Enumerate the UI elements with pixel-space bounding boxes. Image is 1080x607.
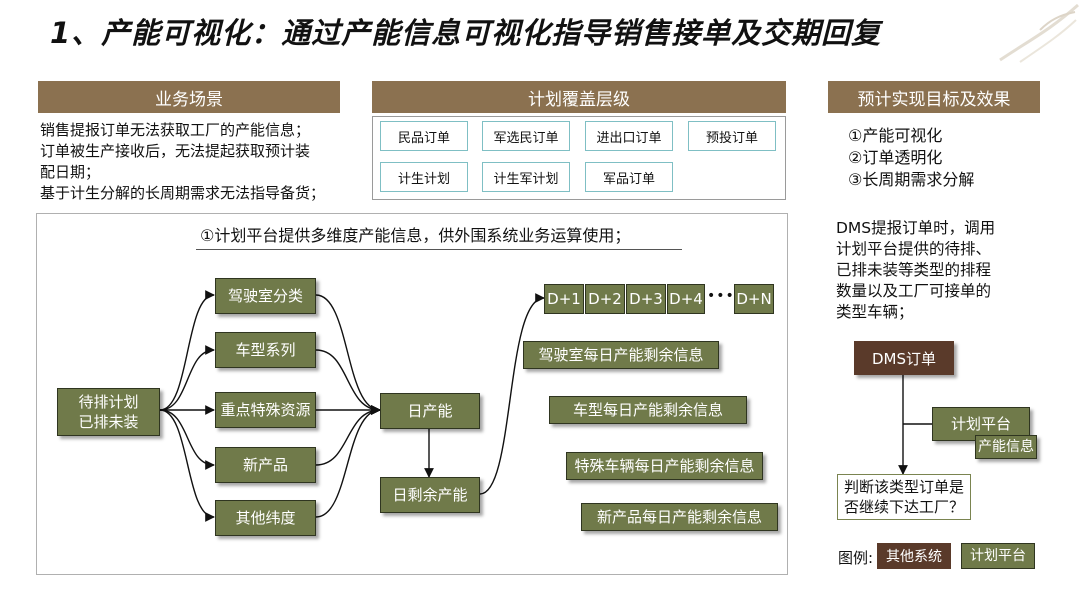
source-node: 待排计划 已排未装 xyxy=(57,388,160,436)
dimension-node: 车型系列 xyxy=(215,332,316,368)
decision-line: 判断该类型订单是 xyxy=(844,477,964,497)
legend-other-system: 其他系统 xyxy=(877,543,951,569)
dimension-node: 重点特殊资源 xyxy=(215,392,316,428)
dms-description: DMS提报订单时，调用 计划平台提供的待排、 已排未装等类型的排程 数量以及工厂… xyxy=(836,218,995,323)
dms-line: 类型车辆； xyxy=(836,302,995,323)
legend-label: 图例: xyxy=(838,547,873,568)
connector xyxy=(160,410,214,465)
daily-remaining-node: 日剩余产能 xyxy=(380,477,480,513)
capacity-info-node: 产能信息 xyxy=(975,435,1037,459)
daily-capacity-node: 日产能 xyxy=(380,393,480,429)
output-info: 特殊车辆每日产能剩余信息 xyxy=(566,452,763,480)
day-box: D+3 xyxy=(626,284,666,314)
connector xyxy=(160,350,214,410)
day-box: D+2 xyxy=(585,284,625,314)
dms-line: 计划平台提供的待排、 xyxy=(836,239,995,260)
dms-line: 数量以及工厂可接单的 xyxy=(836,281,995,302)
connector xyxy=(480,298,544,494)
dms-line: 已排未装等类型的排程 xyxy=(836,260,995,281)
day-box: D+4 xyxy=(667,284,705,314)
decision-line: 否继续下达工厂？ xyxy=(844,497,964,517)
source-line: 待排计划 xyxy=(78,392,138,412)
output-info: 驾驶室每日产能剩余信息 xyxy=(523,341,719,369)
day-box: D+1 xyxy=(544,284,584,314)
dimension-node: 驾驶室分类 xyxy=(215,278,316,314)
dms-line: DMS提报订单时，调用 xyxy=(836,218,995,239)
decision-node: 判断该类型订单是 否继续下达工厂？ xyxy=(837,474,971,520)
dimension-node: 新产品 xyxy=(215,447,316,483)
output-info: 车型每日产能剩余信息 xyxy=(549,396,747,424)
connector xyxy=(316,410,380,465)
output-info: 新产品每日产能剩余信息 xyxy=(581,503,778,531)
connector xyxy=(316,350,380,410)
source-line: 已排未装 xyxy=(78,412,138,432)
day-box: D+N xyxy=(734,284,774,314)
legend-plan-platform: 计划平台 xyxy=(961,543,1035,569)
dimension-node: 其他纬度 xyxy=(215,500,316,536)
dms-order-node: DMS订单 xyxy=(854,341,954,375)
